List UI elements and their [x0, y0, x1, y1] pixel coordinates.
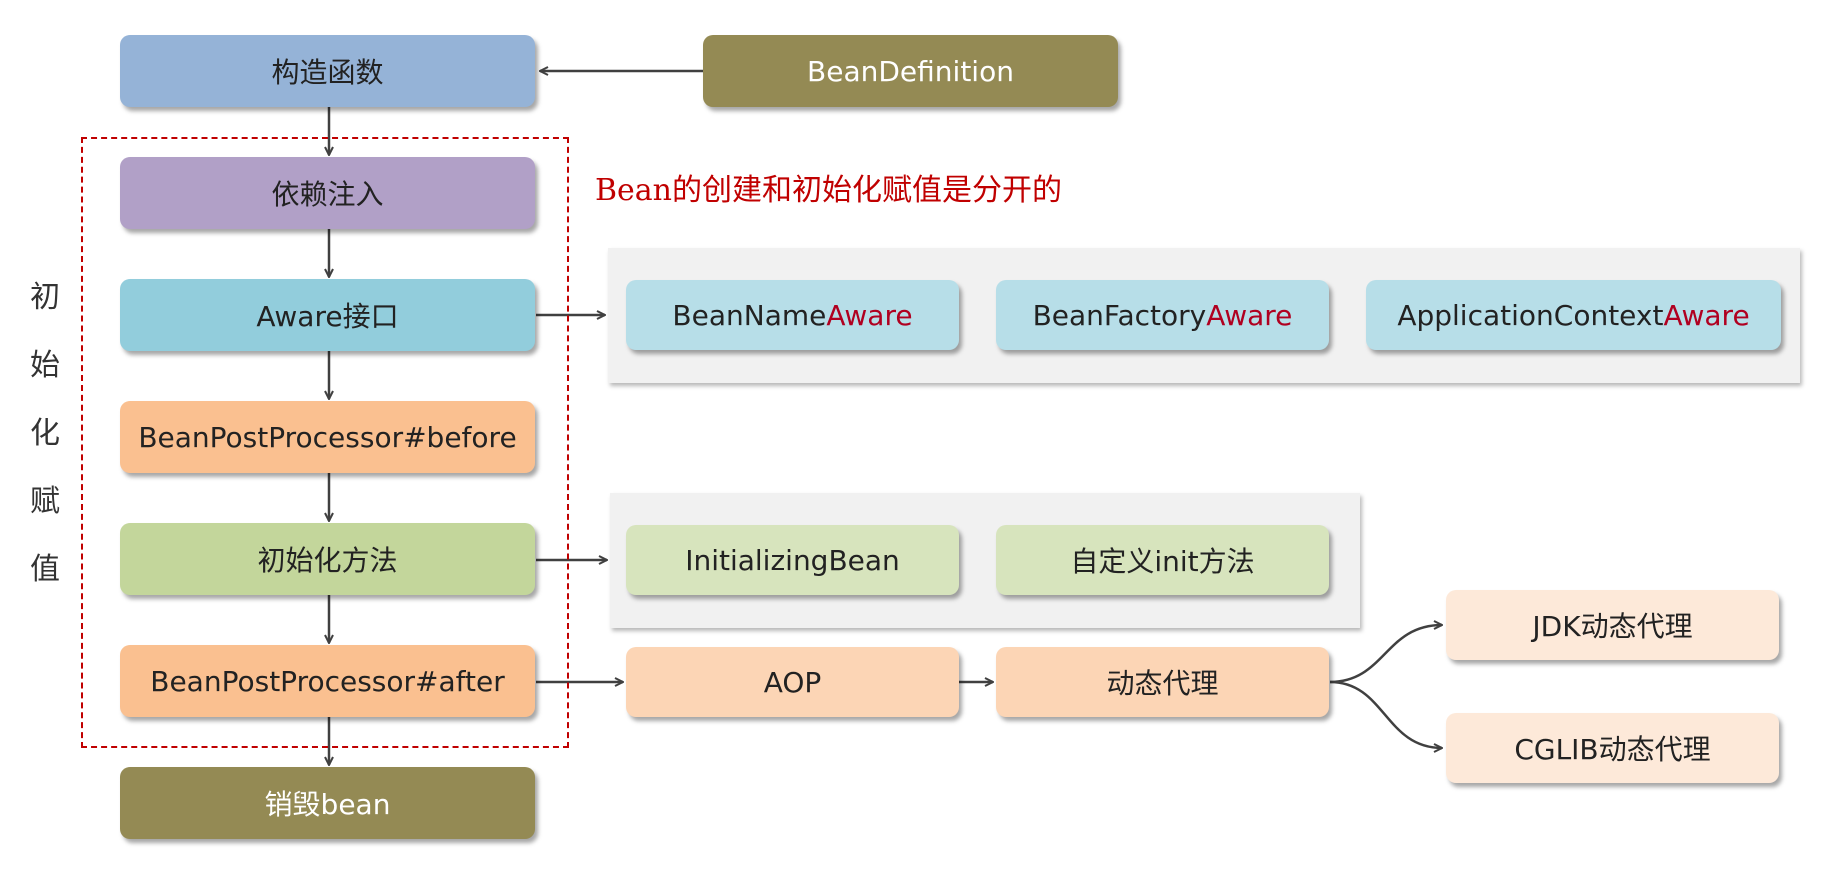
side-label-char-4: 赋 [30, 484, 60, 519]
bean-definition-box: BeanDefinition [703, 35, 1118, 107]
application-context-aware-prefix: ApplicationContext [1397, 298, 1664, 332]
side-label-char-2: 始 [30, 348, 60, 383]
bean-factory-aware-prefix: BeanFactory [1032, 298, 1207, 332]
cglib-proxy-box: CGLIB动态代理 [1446, 713, 1779, 783]
custom-init-method-box: 自定义init方法 [996, 525, 1329, 595]
dependency-injection-box: 依赖注入 [120, 157, 535, 229]
initializing-bean-box: InitializingBean [626, 525, 959, 595]
bean-name-aware-suffix: Aware [826, 298, 913, 332]
constructor-box: 构造函数 [120, 35, 535, 107]
init-method-box: 初始化方法 [120, 523, 535, 595]
aware-interface-box: Aware接口 [120, 279, 535, 351]
creation-note: Bean的创建和初始化赋值是分开的 [595, 173, 1063, 208]
dynamic-proxy-box: 动态代理 [996, 647, 1329, 717]
postprocessor-after-box: BeanPostProcessor#after [120, 645, 535, 717]
side-label-char-5: 值 [30, 552, 60, 587]
side-label-char-1: 初 [30, 280, 60, 315]
application-context-aware-suffix: Aware [1663, 298, 1750, 332]
destroy-bean-box: 销毁bean [120, 767, 535, 839]
postprocessor-before-box: BeanPostProcessor#before [120, 401, 535, 473]
jdk-proxy-box: JDK动态代理 [1446, 590, 1779, 660]
side-label-char-3: 化 [30, 416, 60, 451]
bean-factory-aware-suffix: Aware [1206, 298, 1293, 332]
initialization-region [81, 137, 569, 748]
arrow-proxy-to-jdk [1329, 625, 1442, 684]
bean-name-aware-prefix: BeanName [672, 298, 827, 332]
arrow-proxy-to-cglib [1329, 680, 1442, 748]
aop-box: AOP [626, 647, 959, 717]
